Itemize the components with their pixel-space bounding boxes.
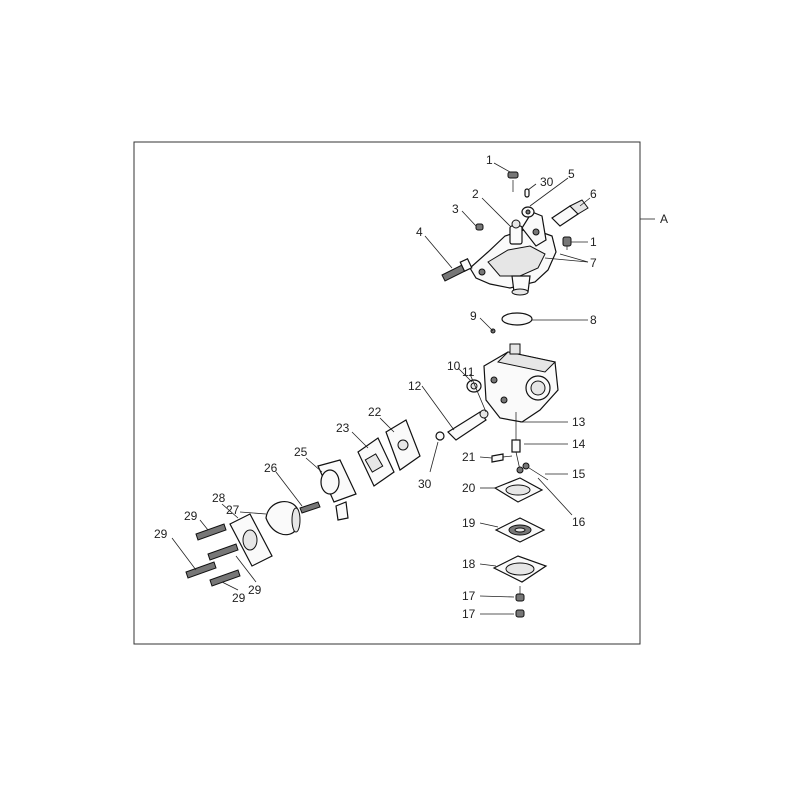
callout-17b: 17 xyxy=(462,607,476,621)
pump-body-part-23 xyxy=(357,437,395,487)
plug-part-10 xyxy=(466,379,482,393)
callout-30b: 30 xyxy=(418,477,432,491)
callout-22: 22 xyxy=(368,405,382,419)
callout-4: 4 xyxy=(416,225,423,239)
screw-part-16 xyxy=(522,462,549,481)
ball-part-30-left xyxy=(435,431,445,441)
callout-5: 5 xyxy=(568,167,575,181)
callout-12: 12 xyxy=(408,379,422,393)
callout-9: 9 xyxy=(470,309,477,323)
spring-part-3 xyxy=(475,223,484,231)
screw-part-1a xyxy=(507,171,519,192)
callout-29b: 29 xyxy=(154,527,168,541)
lever-part-13-14 xyxy=(511,412,524,474)
callout-29c: 29 xyxy=(248,583,262,597)
carburetor-main-body xyxy=(483,343,559,423)
gasket-part-22 xyxy=(385,419,421,471)
callout-26: 26 xyxy=(264,461,278,475)
screws-part-29 xyxy=(185,523,241,587)
callout-29d: 29 xyxy=(232,591,246,605)
callout-8: 8 xyxy=(590,313,597,327)
pin-part-21 xyxy=(491,453,513,463)
callout-21: 21 xyxy=(462,450,476,464)
callout-13: 13 xyxy=(572,415,586,429)
callout-25: 25 xyxy=(294,445,308,459)
gasket-part-8 xyxy=(501,312,533,326)
callout-20: 20 xyxy=(462,481,476,495)
callout-28: 28 xyxy=(212,491,226,505)
primer-bulb-part-27 xyxy=(265,501,301,536)
callout-16: 16 xyxy=(572,515,586,529)
callout-11: 11 xyxy=(462,365,475,379)
diaphragm-part-19 xyxy=(494,517,546,543)
callout-29a: 29 xyxy=(184,509,198,523)
callout-27: 27 xyxy=(226,503,240,517)
screw-part-17b xyxy=(515,609,525,618)
callout-3: 3 xyxy=(452,202,459,216)
needle-part-12 xyxy=(447,409,489,441)
callout-30a: 30 xyxy=(540,175,554,189)
callout-1b: 1 xyxy=(590,235,597,249)
screw-part-17a xyxy=(515,586,525,602)
callout-10: 10 xyxy=(447,359,461,373)
gasket-part-20 xyxy=(493,477,544,503)
callout-18: 18 xyxy=(462,557,476,571)
pin-part-30-top xyxy=(524,188,530,198)
carburetor-top-housing xyxy=(469,211,557,296)
callout-19: 19 xyxy=(462,516,476,530)
callout-17a: 17 xyxy=(462,589,476,603)
callout-7: 7 xyxy=(590,256,597,270)
diagram-frame xyxy=(133,141,641,645)
callout-6: 6 xyxy=(590,187,597,201)
screw-part-1b xyxy=(562,236,572,250)
callout-1a: 1 xyxy=(486,153,493,167)
callout-23: 23 xyxy=(336,421,350,435)
callout-15: 15 xyxy=(572,467,586,481)
lever-part-5 xyxy=(521,206,535,218)
primer-base-part-25 xyxy=(317,459,357,521)
assembly-label: A xyxy=(660,212,668,226)
callout-14: 14 xyxy=(572,437,586,451)
screw-part-26 xyxy=(299,501,321,514)
screw-part-4 xyxy=(441,257,473,282)
primer-cover-part-28 xyxy=(229,513,273,567)
callout-2: 2 xyxy=(472,187,479,201)
cover-part-18 xyxy=(492,555,548,583)
